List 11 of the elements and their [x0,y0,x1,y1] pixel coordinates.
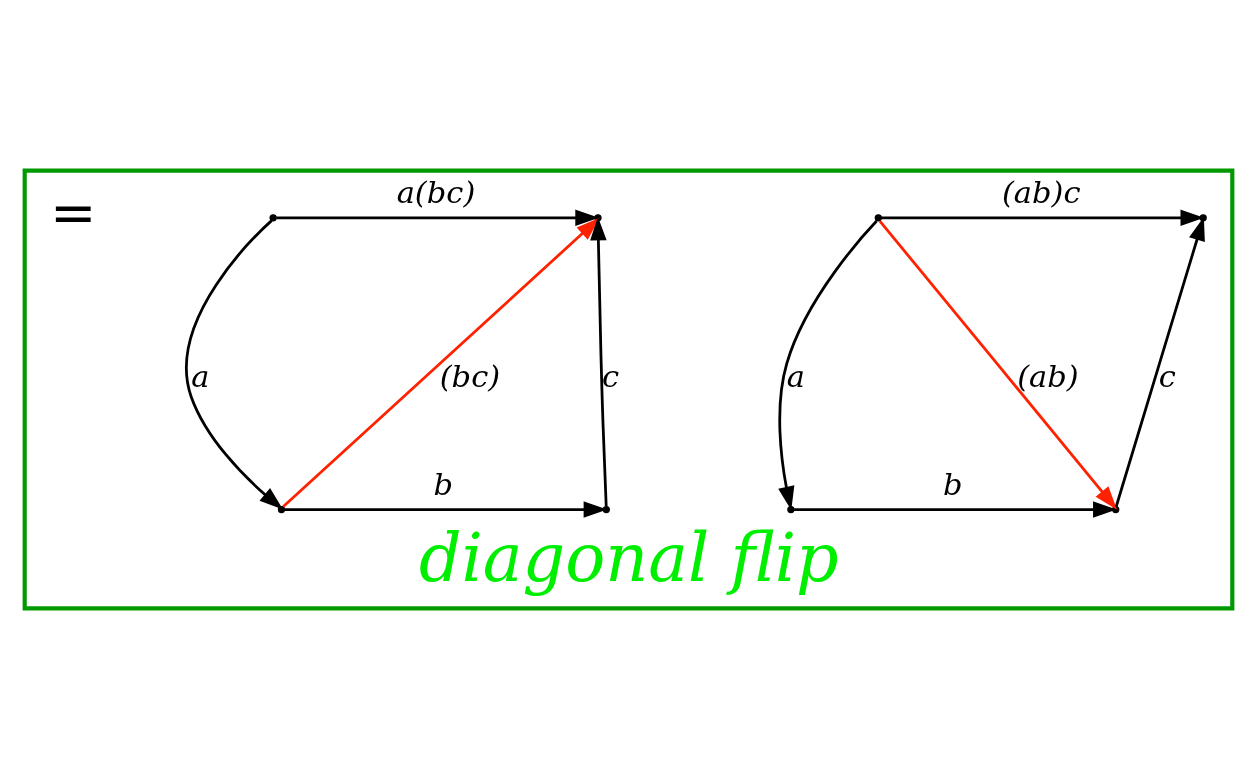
edge-label: a [786,358,805,394]
edge-label: c [602,358,620,394]
edge-label: (bc) [439,358,501,394]
edge-label: b [433,467,454,503]
edge-label: (ab)c [1001,175,1081,211]
edge-label: c [1158,358,1176,394]
edge-label: a(bc) [396,175,476,211]
edge-label: (ab) [1017,358,1079,394]
label: = [50,179,97,245]
edge-label: b [942,467,963,503]
edge-label: a [191,358,210,394]
